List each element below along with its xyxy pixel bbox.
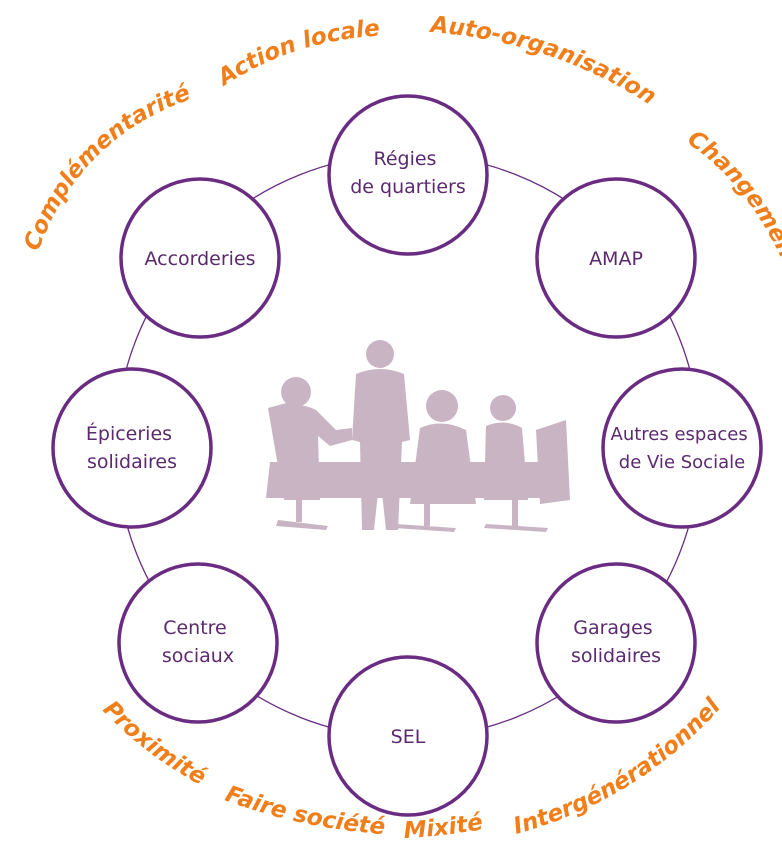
node-sel: SEL [327, 655, 489, 817]
node-accorderies: Accorderies [119, 177, 281, 339]
node-epiceries: Épiceries solidaires [51, 367, 213, 529]
node-circle [51, 367, 213, 529]
svg-text:Régies de quartiers: Régies de quartiers [350, 148, 465, 198]
keyword-auto-organisation: Auto-organisation [428, 12, 661, 110]
node-autres-espaces: Autres espaces de Vie Sociale [601, 367, 763, 529]
node-circle [535, 562, 697, 724]
node-circle [535, 177, 697, 339]
node-label-line: AMAP [589, 248, 643, 270]
svg-text:Centre sociaux: Centre sociaux [162, 617, 234, 667]
node-circle [327, 655, 489, 817]
node-label-line: Autres espaces [611, 424, 748, 445]
keyword-action-locale: Action locale [212, 16, 381, 92]
node-centre-sociaux: Centre sociaux [117, 562, 279, 724]
svg-text:SEL: SEL [391, 726, 426, 748]
node-circle [327, 94, 489, 256]
node-label-line: Épiceries [86, 422, 172, 445]
svg-text:Garages solidaires: Garages solidaires [571, 617, 661, 667]
node-label-line: de quartiers [350, 176, 465, 198]
node-label-line: solidaires [87, 451, 177, 473]
meeting-people-silhouette-icon [266, 340, 570, 532]
svg-text:Épiceries solidaires: Épiceries solidaires [86, 422, 178, 473]
node-label-line: Centre [163, 617, 227, 639]
node-label-line: Garages [573, 617, 652, 639]
node-circle [119, 177, 281, 339]
node-label-line: de Vie Sociale [619, 452, 745, 473]
svg-text:AMAP: AMAP [589, 248, 643, 270]
node-amap: AMAP [535, 177, 697, 339]
svg-text:Accorderies: Accorderies [144, 248, 255, 270]
node-label-line: solidaires [571, 645, 661, 667]
node-label-line: SEL [391, 726, 426, 748]
svg-text:Autres espaces de Vie So: Autres espaces de Vie Sociale [611, 424, 754, 473]
node-label-line: sociaux [162, 645, 234, 667]
node-label-line: Régies [373, 148, 436, 170]
node-label-line: Accorderies [144, 248, 255, 270]
node-regies: Régies de quartiers [327, 94, 489, 256]
node-garages: Garages solidaires [535, 562, 697, 724]
node-circle [117, 562, 279, 724]
node-circle [601, 367, 763, 529]
